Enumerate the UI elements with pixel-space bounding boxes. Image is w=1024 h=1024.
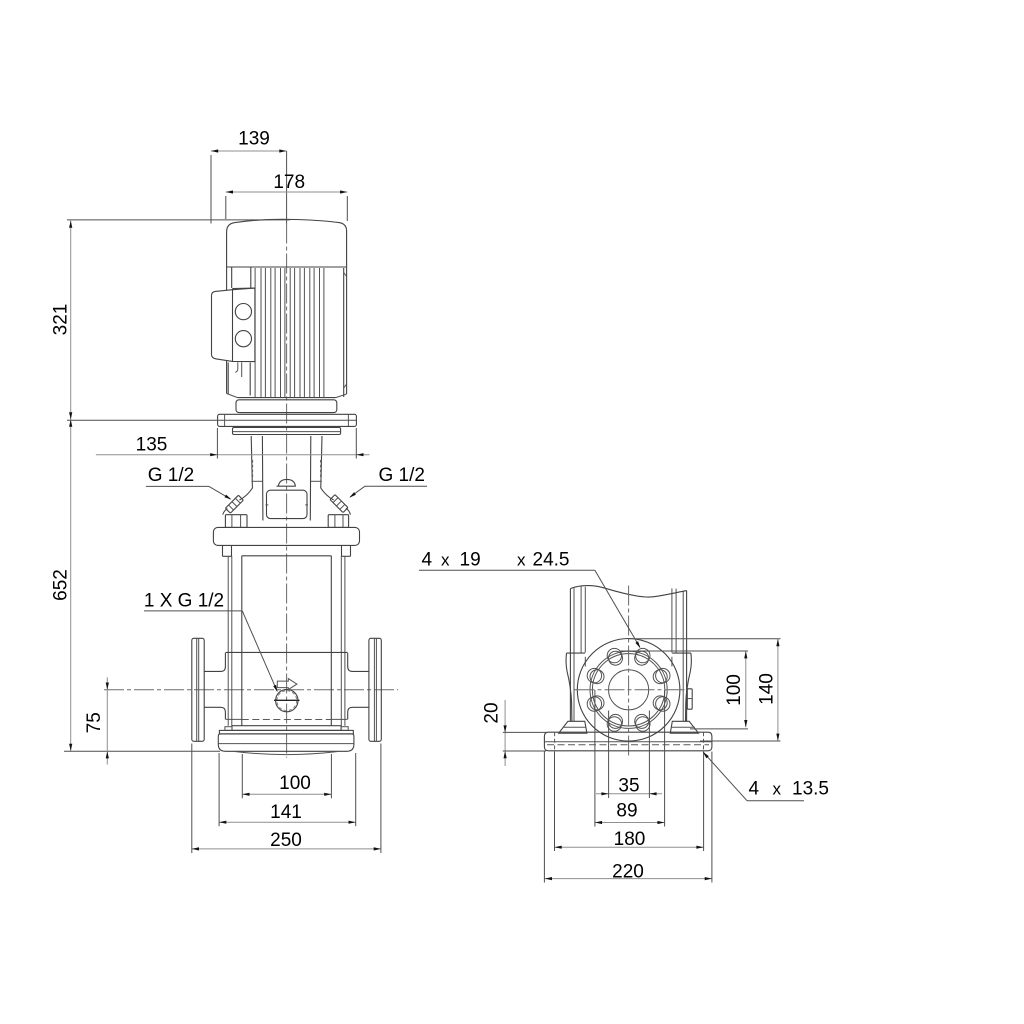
svg-text:x: x	[773, 780, 782, 799]
svg-text:178: 178	[273, 172, 305, 193]
svg-text:140: 140	[757, 673, 778, 705]
svg-text:100: 100	[279, 773, 311, 794]
svg-text:24.5: 24.5	[533, 550, 570, 571]
svg-text:139: 139	[238, 128, 270, 149]
svg-text:250: 250	[270, 830, 302, 851]
svg-text:135: 135	[136, 435, 168, 456]
svg-text:1 X G 1/2: 1 X G 1/2	[144, 591, 224, 612]
svg-text:20: 20	[482, 702, 503, 723]
svg-text:652: 652	[51, 569, 72, 601]
svg-text:x: x	[441, 551, 450, 570]
svg-text:100: 100	[724, 674, 745, 706]
svg-text:x: x	[517, 551, 526, 570]
svg-text:19: 19	[460, 550, 481, 571]
svg-text:G 1/2: G 1/2	[148, 465, 194, 486]
svg-text:4: 4	[749, 779, 760, 800]
svg-text:89: 89	[616, 801, 637, 822]
svg-text:4: 4	[422, 550, 433, 571]
svg-text:180: 180	[614, 829, 646, 850]
svg-text:321: 321	[51, 304, 72, 336]
svg-text:13.5: 13.5	[792, 779, 829, 800]
svg-text:G 1/2: G 1/2	[378, 465, 424, 486]
svg-text:75: 75	[84, 712, 105, 733]
svg-text:35: 35	[618, 776, 639, 797]
svg-text:220: 220	[612, 861, 644, 882]
svg-text:141: 141	[270, 802, 302, 823]
